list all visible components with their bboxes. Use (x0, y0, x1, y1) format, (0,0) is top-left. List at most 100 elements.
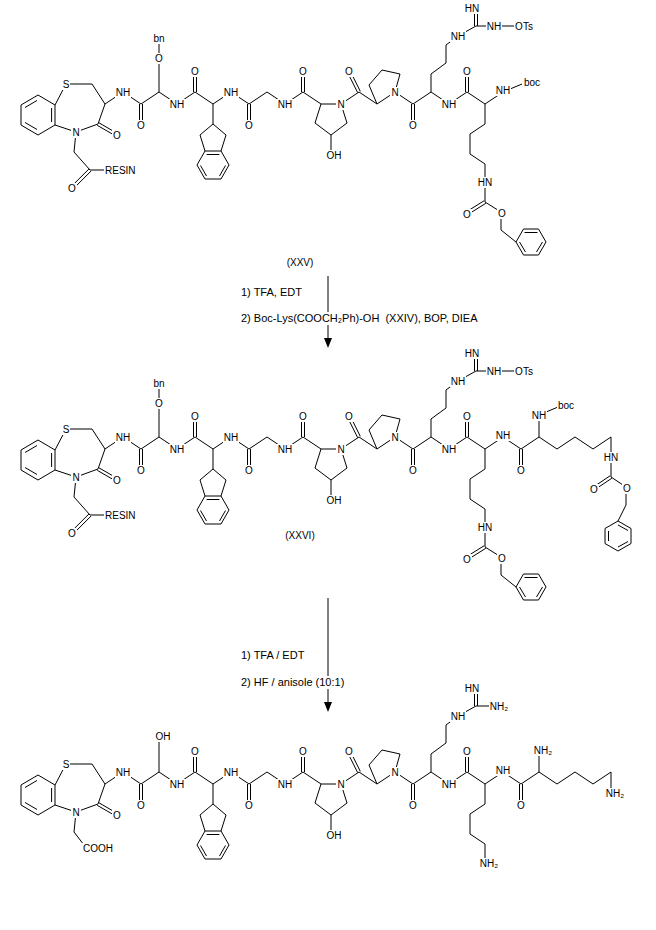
atom-label: O (344, 66, 354, 77)
atom-label: NH (495, 85, 511, 96)
atom-label: OH (155, 731, 172, 742)
atom-label: O (154, 398, 164, 409)
lysine-residue (503, 754, 611, 803)
atom-label: NH₂ (605, 788, 625, 799)
structure-xxv (21, 11, 546, 255)
atom-label: N (71, 127, 80, 138)
atom-label: O (298, 411, 308, 422)
atom-label: HN (464, 3, 480, 14)
arrow-head (324, 702, 332, 712)
atom-label: O (190, 66, 200, 77)
structure-product (21, 691, 611, 862)
atom-label: RESIN (104, 165, 137, 176)
atom-label: NH (115, 87, 131, 98)
atom-label: NH (486, 366, 502, 377)
atom-label: OH (326, 150, 343, 161)
atom-label: OTs (514, 21, 534, 32)
atom-label: NH (277, 444, 293, 455)
cbz-group (468, 527, 546, 600)
atom-label: NH (223, 432, 239, 443)
reagent-text: 2) Boc-Lys(COOCH₂Ph)-OH (XXIV), BOP, DIE… (240, 312, 479, 325)
atom-label: NH (169, 444, 185, 455)
structure-xxvi (21, 356, 631, 600)
atom-label: O (462, 746, 472, 757)
atom-label: N (336, 444, 345, 455)
atom-label: NH₂ (479, 858, 499, 869)
atom-label: N (71, 472, 80, 483)
atom-label: O (244, 120, 254, 131)
atom-label: O (190, 746, 200, 757)
atom-label: HN (603, 452, 619, 463)
atom-label: NH (450, 31, 466, 42)
atom-label: NH (441, 444, 457, 455)
atom-label: HN (477, 177, 493, 188)
atom-label: NH (531, 410, 547, 421)
atom-label: O (244, 465, 254, 476)
atom-label: O (408, 465, 418, 476)
atom-label: OH (326, 495, 343, 506)
atom-label: O (462, 209, 472, 220)
atom-label: RESIN (104, 510, 137, 521)
atom-label: N (390, 767, 399, 778)
atom-label: NH₂ (533, 745, 553, 756)
bond (73, 497, 106, 532)
atom-label: O (112, 810, 122, 821)
atom-label: NH (486, 21, 502, 32)
atom-label: OH (326, 830, 343, 841)
atom-label: N (336, 779, 345, 790)
atom-label: O (516, 800, 526, 811)
peptide-skeleton (21, 691, 503, 862)
atom-label: O (67, 183, 77, 194)
atom-label: bn (152, 33, 165, 44)
bond (73, 152, 106, 187)
atom-label: O (462, 66, 472, 77)
arrow-head (324, 338, 332, 348)
atom-label: NH₂ (489, 701, 509, 712)
reaction-arrow (328, 276, 329, 340)
atom-label: NH (441, 779, 457, 790)
cbz-group (595, 457, 631, 551)
atom-label: O (622, 483, 632, 494)
atom-label: O (589, 484, 599, 495)
atom-label: O (136, 800, 146, 811)
atom-label: N (71, 807, 80, 818)
atom-label: NH (223, 87, 239, 98)
atom-label: NH (450, 711, 466, 722)
compound-number: (XXV) (286, 257, 315, 268)
atom-label: N (390, 432, 399, 443)
peptide-skeleton (21, 356, 503, 527)
atom-label: S (62, 424, 71, 435)
atom-label: O (190, 411, 200, 422)
atom-label: bn (152, 378, 165, 389)
atom-label: NH (450, 376, 466, 387)
atom-label: NH (441, 99, 457, 110)
atom-label: O (136, 465, 146, 476)
lysine-residue (503, 419, 611, 468)
atom-label: HN (477, 522, 493, 533)
atom-label: O (298, 746, 308, 757)
reagent-text: 1) TFA, EDT (240, 286, 303, 299)
atom-label: OTs (514, 366, 534, 377)
atom-label: N (390, 87, 399, 98)
atom-label: O (408, 800, 418, 811)
peptide-skeleton (21, 11, 503, 182)
atom-label: O (298, 66, 308, 77)
atom-label: NH (277, 779, 293, 790)
atom-label: boc (557, 400, 575, 411)
atom-label: HN (464, 683, 480, 694)
atom-label: NH (223, 767, 239, 778)
reagent-text: 1) TFA / EDT (240, 649, 305, 662)
atom-label: O (136, 120, 146, 131)
atom-label: O (154, 53, 164, 64)
cbz-group (468, 182, 546, 255)
atom-label: O (462, 554, 472, 565)
atom-label: O (516, 465, 526, 476)
atom-label: O (344, 411, 354, 422)
atom-label: NH (169, 779, 185, 790)
atom-label: HN (464, 348, 480, 359)
compound-number: (XXVI) (284, 530, 315, 541)
atom-label: NH (115, 767, 131, 778)
